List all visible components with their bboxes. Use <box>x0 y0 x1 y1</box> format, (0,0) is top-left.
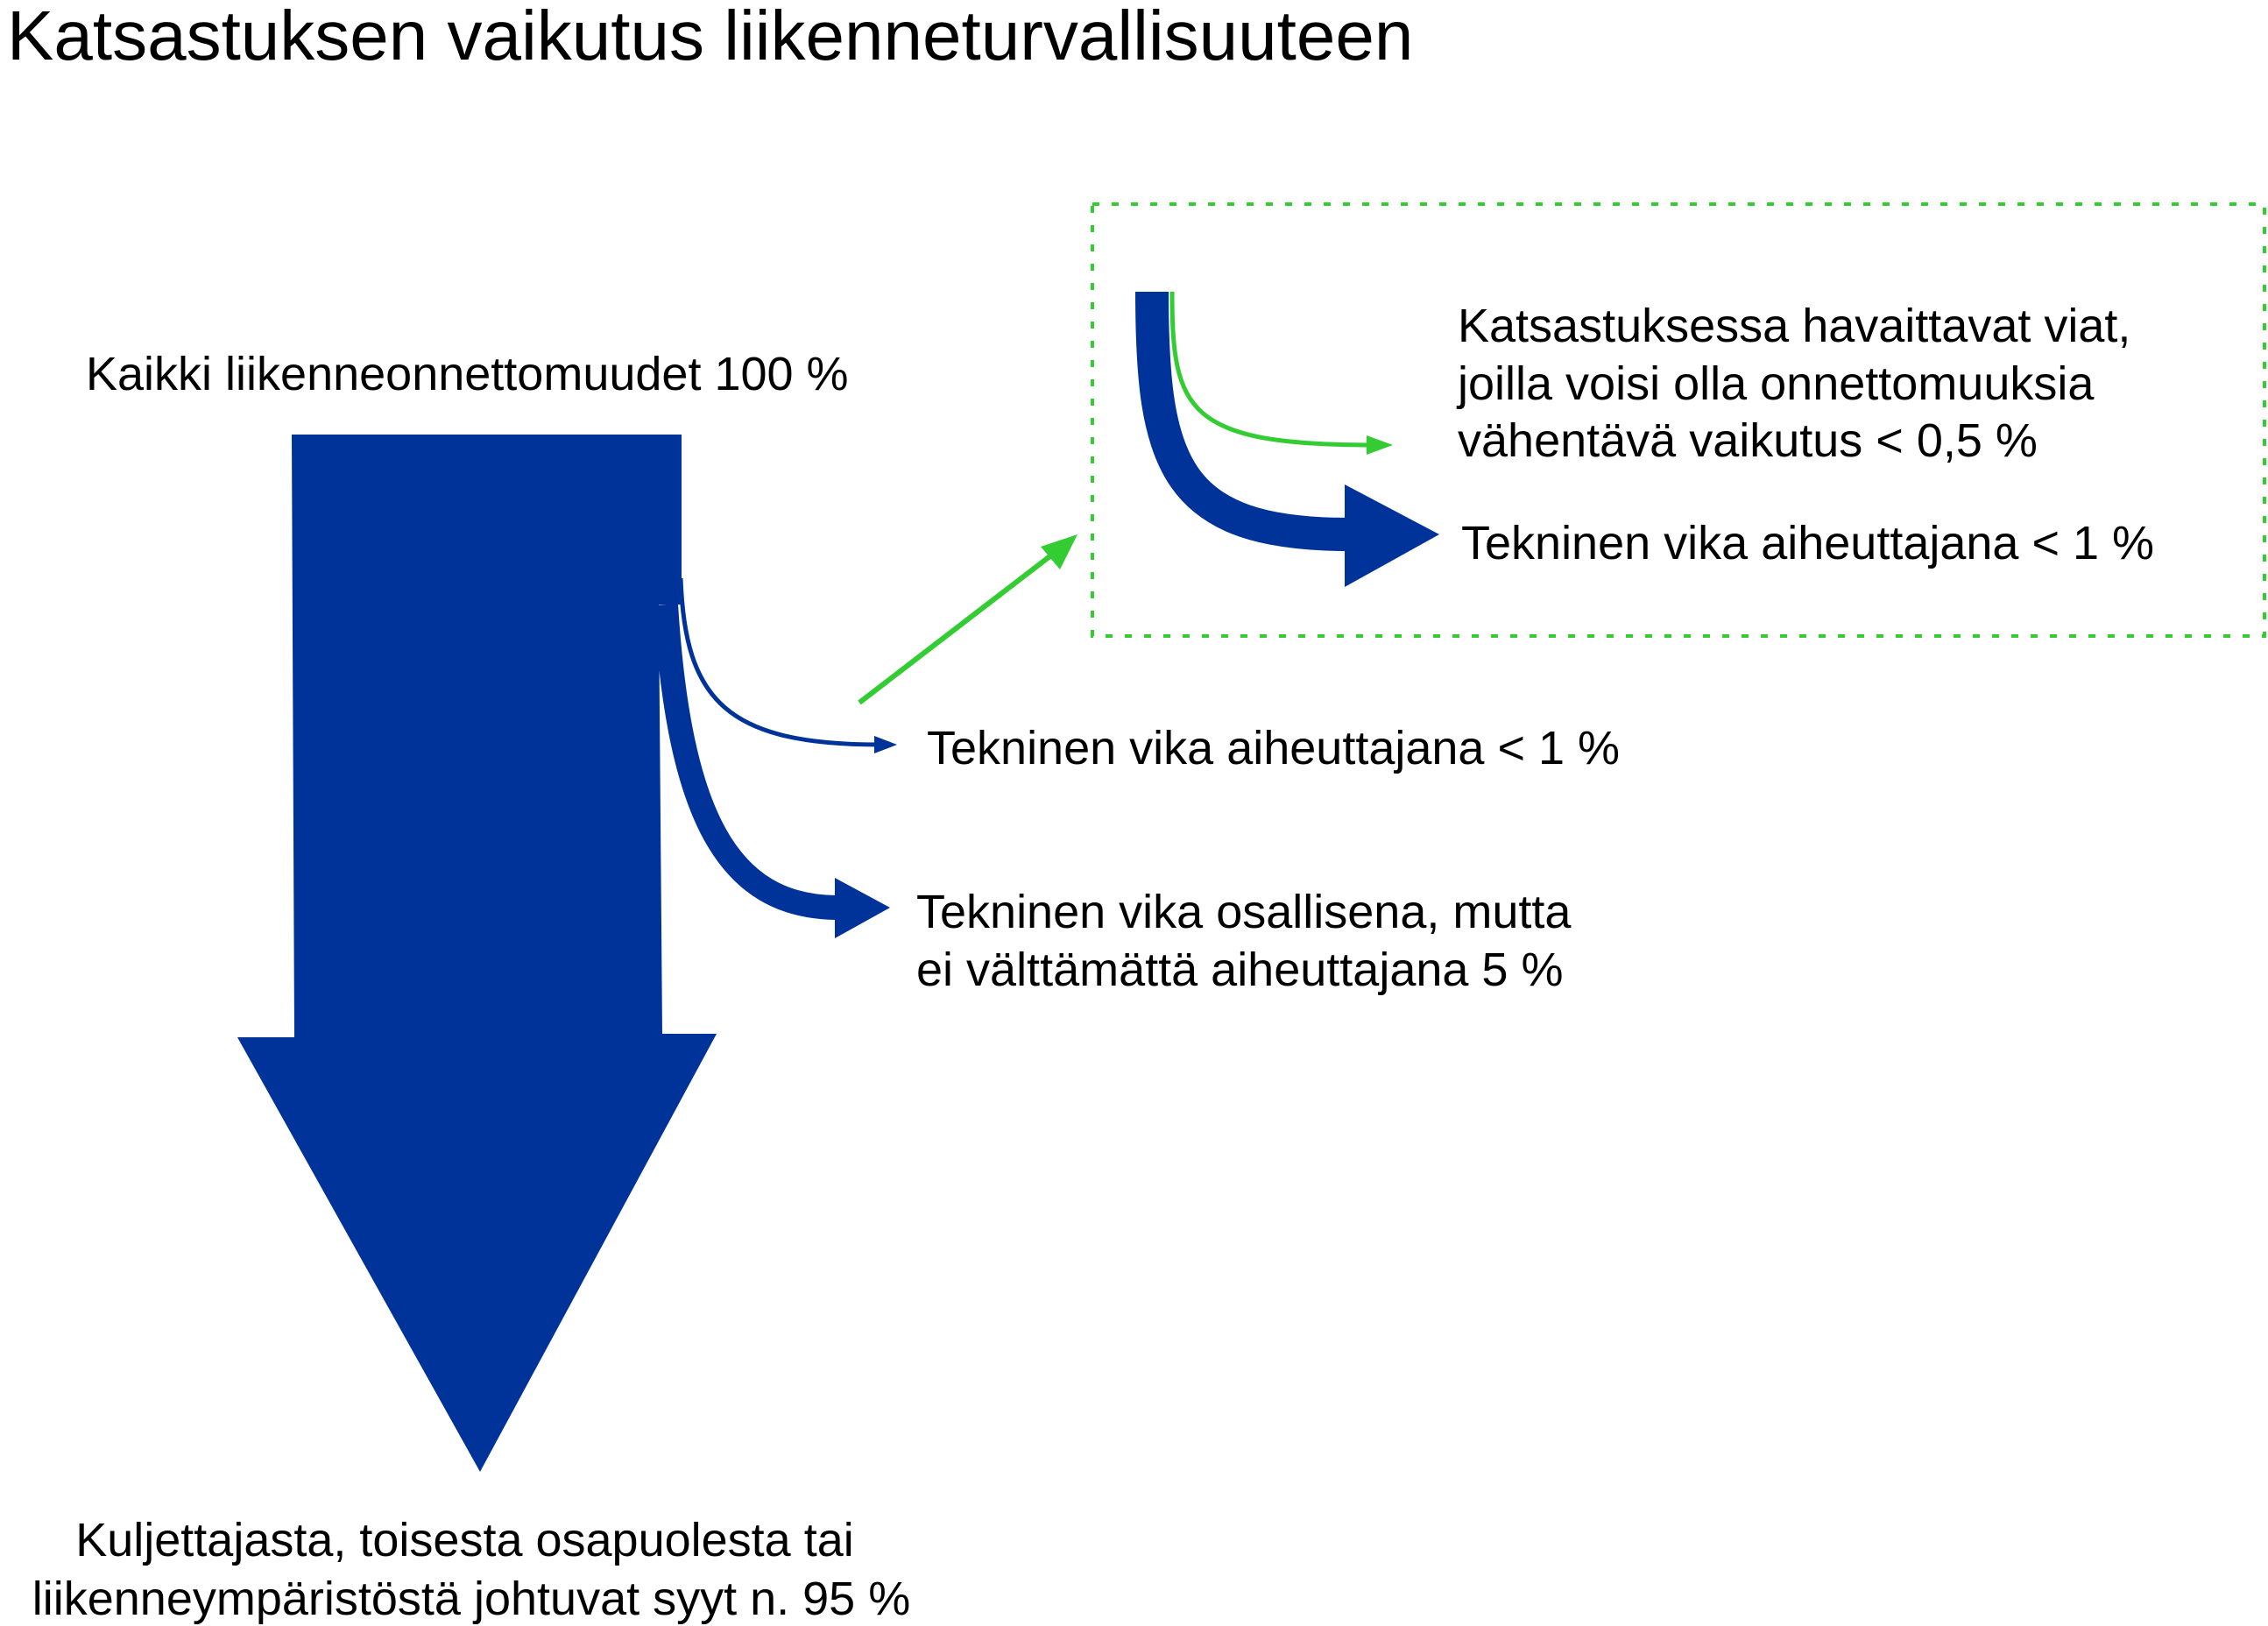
label-technical-involved-line1: Tekninen vika osallisena, mutta <box>916 886 1572 938</box>
zoom-blue-arrowhead <box>1345 484 1439 587</box>
branch-technical-cause-arrowhead <box>874 736 897 753</box>
branch-technical-involved-arrowhead <box>835 878 890 938</box>
zoom-blue-curve <box>1135 291 1350 551</box>
label-inspection-detectable: Katsastuksessa havaittavat viat, joilla … <box>1456 300 2144 467</box>
label-inspection-technical-cause: Tekninen vika aiheuttajana < 1 % <box>1461 517 2154 569</box>
label-inspection-detectable-line2: joilla voisi olla onnettomuuksia <box>1456 357 2095 410</box>
label-driver-causes: Kuljettajasta, toisesta osapuolesta tai … <box>32 1514 910 1625</box>
page-title: Katsastuksen vaikutus liikenneturvallisu… <box>7 0 1413 74</box>
branch-technical-involved <box>654 604 837 920</box>
label-driver-causes-line2: liikenneympäristöstä johtuvat syyt n. 95… <box>32 1573 910 1625</box>
zoom-green-curve <box>1169 291 1376 448</box>
zoom-connector-line <box>858 549 1057 705</box>
label-inspection-detectable-line1: Katsastuksessa havaittavat viat, <box>1458 300 2130 352</box>
label-technical-cause: Tekninen vika aiheuttajana < 1 % <box>927 722 1620 774</box>
label-driver-causes-line1: Kuljettajasta, toisesta osapuolesta tai <box>75 1514 854 1566</box>
inspection-zoom-box <box>1091 202 2266 638</box>
label-all-accidents: Kaikki liikenneonnettomuudet 100 % <box>86 348 849 400</box>
zoom-connector-arrowhead <box>1041 534 1077 569</box>
label-technical-involved-line2: ei välttämättä aiheuttajana 5 % <box>916 944 1563 996</box>
label-inspection-detectable-line3: vähentävä vaikutus < 0,5 % <box>1458 414 2038 467</box>
label-technical-involved: Tekninen vika osallisena, mutta ei vältt… <box>916 886 1584 996</box>
main-flow-arrow <box>237 435 717 1472</box>
zoom-green-arrowhead <box>1367 435 1393 455</box>
branch-technical-cause <box>678 577 881 747</box>
